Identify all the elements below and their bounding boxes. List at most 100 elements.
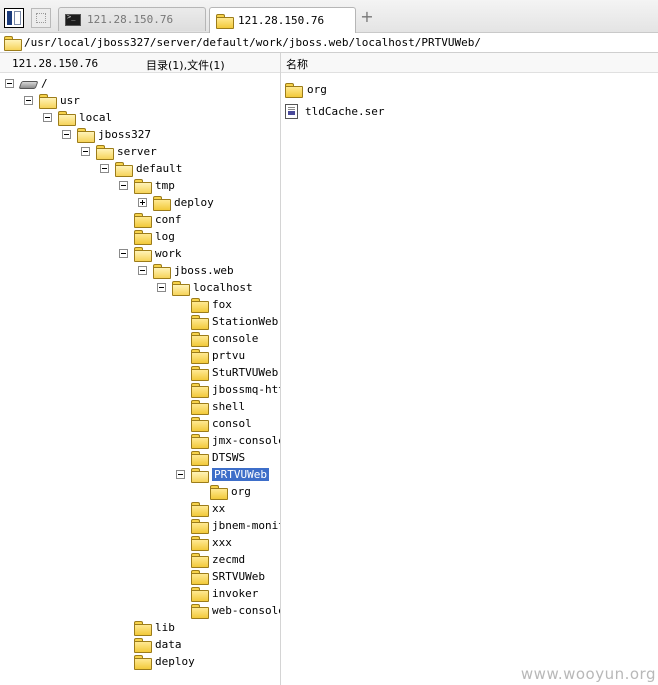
- tree-item-label: prtvu: [212, 349, 246, 362]
- tree-item[interactable]: /: [5, 75, 48, 92]
- folder-icon: [191, 553, 209, 568]
- folder-open-icon: [172, 281, 190, 296]
- tree-spacer: [176, 334, 185, 343]
- folder-icon: [191, 434, 209, 449]
- tree-item[interactable]: SRTVUWeb: [176, 568, 265, 585]
- tree-item[interactable]: invoker: [176, 585, 258, 602]
- tree-item-label: jbnem-monitor: [212, 519, 280, 532]
- tree-item[interactable]: usr: [24, 92, 80, 109]
- folder-open-icon: [153, 264, 171, 279]
- tree-item[interactable]: deploy: [119, 653, 195, 670]
- tree-item-label: invoker: [212, 587, 259, 600]
- list-item[interactable]: tldCache.ser: [285, 102, 384, 120]
- folder-icon: [191, 519, 209, 534]
- tree-item[interactable]: xxx: [176, 534, 232, 551]
- tree-spacer: [176, 385, 185, 394]
- folder-icon: [191, 349, 209, 364]
- tree-item[interactable]: jboss.web: [138, 262, 234, 279]
- collapse-icon[interactable]: [5, 79, 14, 88]
- tree-item[interactable]: jbossmq-http: [176, 381, 280, 398]
- tree-item[interactable]: jboss327: [62, 126, 151, 143]
- tree-item[interactable]: local: [43, 109, 112, 126]
- address-bar[interactable]: /usr/local/jboss327/server/default/work/…: [0, 33, 658, 53]
- ser-file-icon: [285, 103, 298, 119]
- tree-item[interactable]: StuRTVUWeb: [176, 364, 278, 381]
- tree-item[interactable]: shell: [176, 398, 245, 415]
- tree-item-label: DTSWS: [212, 451, 246, 464]
- tree-item[interactable]: fox: [176, 296, 232, 313]
- tree-spacer: [176, 589, 185, 598]
- collapse-icon[interactable]: [176, 470, 185, 479]
- tree-item-label: jboss327: [98, 128, 151, 141]
- collapse-icon[interactable]: [62, 130, 71, 139]
- tree-item[interactable]: localhost: [157, 279, 253, 296]
- collapse-icon[interactable]: [119, 249, 128, 258]
- folder-icon: [134, 638, 152, 653]
- grid-view-icon[interactable]: [31, 8, 51, 28]
- collapse-icon[interactable]: [81, 147, 90, 156]
- tree-spacer: [119, 623, 128, 632]
- tree-item-label: local: [79, 111, 113, 124]
- tree-item[interactable]: zecmd: [176, 551, 245, 568]
- folder-icon: [134, 621, 152, 636]
- tree-item[interactable]: lib: [119, 619, 175, 636]
- tree-item[interactable]: default: [100, 160, 182, 177]
- collapse-icon[interactable]: [24, 96, 33, 105]
- tree-item-label: deploy: [155, 655, 195, 668]
- tab-file-manager[interactable]: 121.28.150.76: [209, 7, 356, 33]
- tree-item[interactable]: prtvu: [176, 347, 245, 364]
- folder-open-icon: [96, 145, 114, 160]
- tree-item[interactable]: PRTVUWeb: [176, 466, 269, 483]
- tree-item[interactable]: data: [119, 636, 182, 653]
- panel-toggle-icon[interactable]: [4, 8, 24, 28]
- collapse-icon[interactable]: [119, 181, 128, 190]
- folder-icon: [191, 298, 209, 313]
- tree-item[interactable]: deploy: [138, 194, 214, 211]
- tree-spacer: [176, 300, 185, 309]
- file-list: org tldCache.ser: [281, 73, 658, 685]
- tree-item[interactable]: conf: [119, 211, 182, 228]
- tree-item[interactable]: tmp: [119, 177, 175, 194]
- tree-item[interactable]: work: [119, 245, 182, 262]
- tree-item[interactable]: jbnem-monitor: [176, 517, 280, 534]
- tab-terminal[interactable]: 121.28.150.76: [58, 7, 206, 31]
- tree-spacer: [176, 368, 185, 377]
- address-path[interactable]: /usr/local/jboss327/server/default/work/…: [24, 36, 481, 49]
- item-count: 目录(1),文件(1): [146, 59, 225, 72]
- tree-item[interactable]: consol: [176, 415, 252, 432]
- name-column-header[interactable]: 名称: [286, 58, 308, 71]
- collapse-icon[interactable]: [138, 266, 147, 275]
- panel-divider[interactable]: [280, 53, 281, 685]
- tree-spacer: [176, 521, 185, 530]
- folder-open-icon: [134, 247, 152, 262]
- file-name: org: [307, 82, 327, 96]
- folder-icon: [191, 587, 209, 602]
- tree-item-label: tmp: [155, 179, 175, 192]
- tree-item[interactable]: DTSWS: [176, 449, 245, 466]
- tree-item[interactable]: log: [119, 228, 175, 245]
- tree-item-label: shell: [212, 400, 246, 413]
- tree-item-label: jbossmq-http: [212, 383, 280, 396]
- tree-spacer: [176, 419, 185, 428]
- folder-icon: [191, 383, 209, 398]
- tree-item[interactable]: org: [195, 483, 251, 500]
- tree-item-label: server: [117, 145, 157, 158]
- tree-item[interactable]: web-console: [176, 602, 280, 619]
- tree-spacer: [119, 640, 128, 649]
- tree-item[interactable]: StationWeb: [176, 313, 278, 330]
- add-tab-button[interactable]: +: [360, 7, 374, 26]
- folder-open-icon: [39, 94, 57, 109]
- tree-item[interactable]: xx: [176, 500, 225, 517]
- expand-icon[interactable]: [138, 198, 147, 207]
- tree-item[interactable]: jmx-console: [176, 432, 280, 449]
- tree-item[interactable]: server: [81, 143, 157, 160]
- collapse-icon[interactable]: [157, 283, 166, 292]
- list-item[interactable]: org: [285, 80, 327, 98]
- tree-spacer: [176, 317, 185, 326]
- tree-spacer: [119, 215, 128, 224]
- collapse-icon[interactable]: [100, 164, 109, 173]
- folder-icon: [134, 655, 152, 670]
- tree-item[interactable]: console: [176, 330, 258, 347]
- collapse-icon[interactable]: [43, 113, 52, 122]
- tab-bar: 121.28.150.76 121.28.150.76 +: [0, 0, 658, 33]
